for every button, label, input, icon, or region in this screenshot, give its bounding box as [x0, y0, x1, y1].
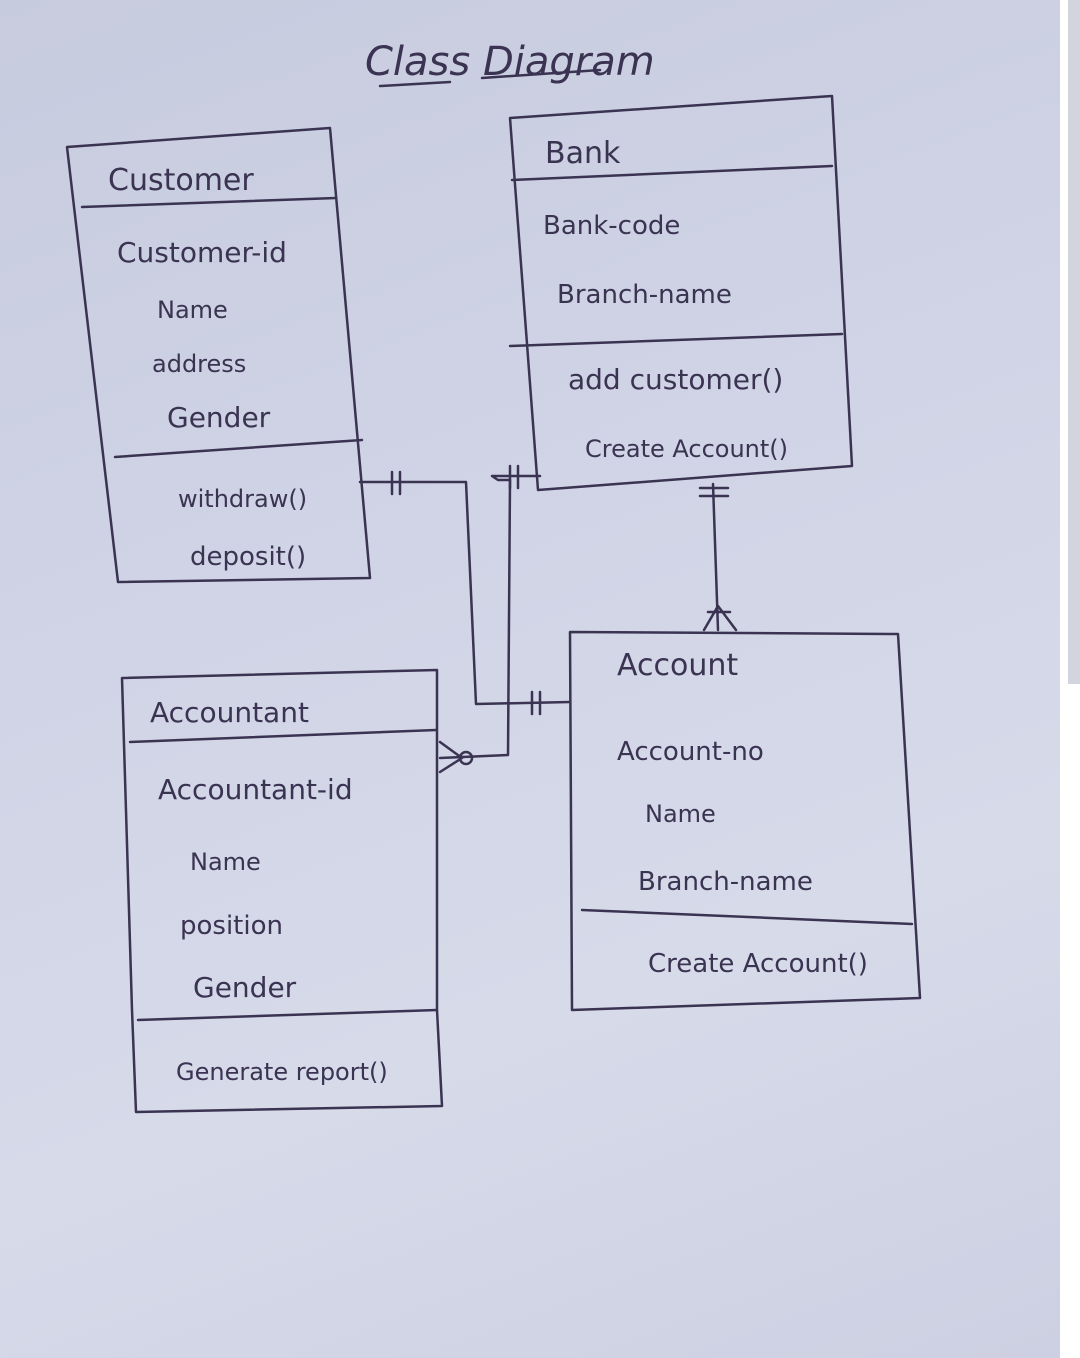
bank-attr-code: Bank-code: [543, 211, 680, 241]
account-attr-no: Account-no: [617, 737, 764, 767]
accountant-method-generate-report: Generate report(): [176, 1058, 388, 1086]
customer-method-deposit: deposit(): [190, 542, 306, 572]
customer-attr-name: Name: [157, 296, 228, 324]
account-end-marker-left: [530, 690, 542, 716]
class-bank: Bank Bank-code Branch-name add customer(…: [508, 94, 854, 492]
accountant-crowfoot: [438, 740, 464, 774]
account-box: [568, 630, 922, 1012]
account-class-name: Account: [617, 648, 738, 683]
diagram-title-group: Class Diagram: [365, 39, 655, 88]
accountant-class-name: Accountant: [150, 696, 309, 729]
account-methods-divider: [580, 908, 914, 926]
bank-methods-divider: [508, 332, 844, 348]
customer-attr-gender: Gender: [167, 401, 271, 434]
account-crowfoot-top: [702, 604, 738, 632]
bank-end-marker-left: [508, 464, 520, 490]
customer-box: [65, 126, 372, 584]
title-underline-1: [378, 80, 452, 88]
account-attr-name: Name: [645, 800, 716, 828]
diagram-title: Class Diagram: [365, 39, 655, 85]
accountant-name-divider: [128, 728, 438, 744]
class-accountant: Accountant Accountant-id Name position G…: [120, 668, 444, 1114]
class-customer: Customer Customer-id Name address Gender…: [65, 126, 372, 584]
accountant-attr-id: Accountant-id: [158, 773, 353, 806]
accountant-attr-gender: Gender: [193, 971, 297, 1004]
accountant-methods-divider: [136, 1008, 439, 1022]
bank-attr-branch: Branch-name: [557, 280, 732, 310]
accountant-attr-position: position: [180, 911, 283, 941]
bank-box: [508, 94, 854, 492]
bank-accountant-connector: [438, 474, 542, 760]
accountant-attr-name: Name: [190, 848, 261, 876]
relationships: [358, 464, 738, 774]
customer-attr-address: address: [152, 350, 246, 378]
customer-attr-id: Customer-id: [117, 236, 287, 269]
customer-methods-divider: [113, 438, 364, 459]
bank-method-add-customer: add customer(): [568, 363, 783, 396]
customer-class-name: Customer: [108, 163, 254, 198]
account-attr-branch: Branch-name: [638, 867, 813, 897]
class-account: Account Account-no Name Branch-name Crea…: [568, 630, 922, 1012]
right-margin-shadow: [1068, 0, 1080, 684]
customer-end-marker: [390, 470, 402, 496]
customer-name-divider: [80, 196, 338, 209]
bank-class-name: Bank: [545, 136, 621, 171]
bank-end-marker-bottom: [698, 486, 730, 498]
accountant-zero-marker: [458, 750, 474, 766]
account-method-create-account: Create Account(): [648, 949, 868, 979]
bank-name-divider: [510, 164, 834, 182]
accountant-box: [120, 668, 444, 1114]
customer-method-withdraw: withdraw(): [178, 485, 307, 513]
bank-method-create-account: Create Account(): [585, 435, 788, 463]
customer-account-connector: [358, 480, 572, 706]
title-underline-2: [480, 68, 602, 80]
